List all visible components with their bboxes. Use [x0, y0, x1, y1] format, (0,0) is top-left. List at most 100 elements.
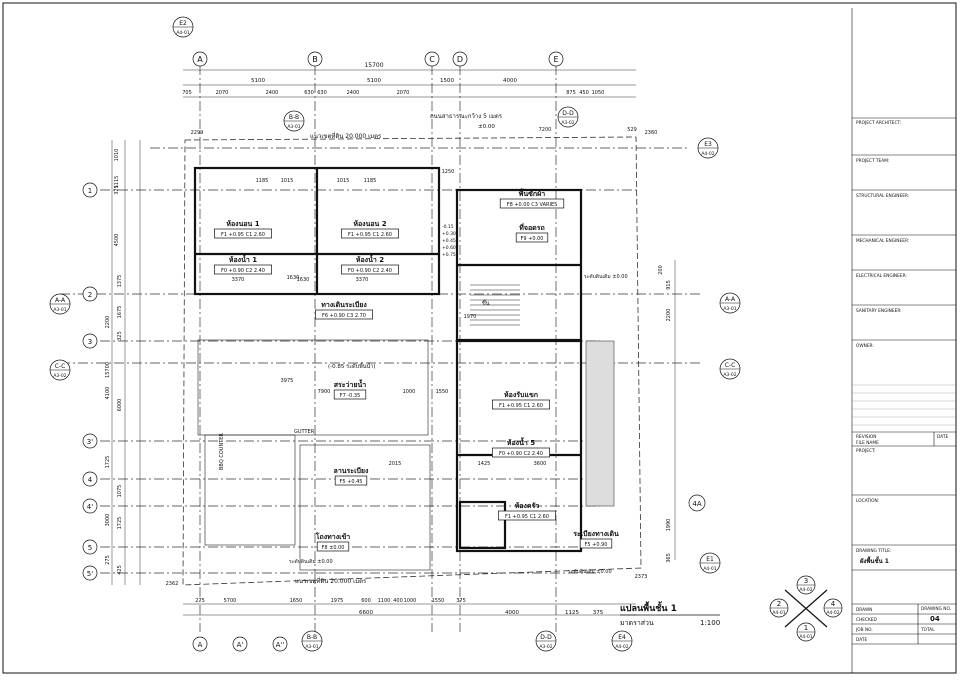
- room-tag: F5 +0.90: [585, 542, 608, 548]
- dim-left: 6000: [117, 399, 123, 412]
- ground-mark-3: ระดับดินเดิม ±0.00: [568, 568, 612, 575]
- dim-misc: 3600: [534, 461, 547, 467]
- ground-mark-2: ระดับดินเดิม ±0.00: [289, 558, 333, 565]
- key-marker-sheet: A4-02: [799, 587, 812, 593]
- stair-level: +0.75: [442, 252, 456, 258]
- stair-level: +0.45: [442, 238, 456, 244]
- dim-bottom-row1: 400: [393, 598, 403, 604]
- room-name: ห้องน้ำ 1: [229, 253, 257, 264]
- tb-total: TOTAL: [920, 627, 935, 633]
- dim-right: 365: [666, 553, 672, 563]
- tb-drawing-no-label: DRAWING NO.: [921, 606, 951, 612]
- dim-misc: 1250: [442, 169, 455, 175]
- dim-top-row2: 2070: [216, 90, 229, 96]
- grid-bubble-row: [82, 182, 98, 198]
- tb-checked: CHECKED: [856, 617, 877, 623]
- dim-top-row2: 630: [317, 90, 327, 96]
- grid-label: B: [312, 55, 318, 64]
- dim-top-row2: 875: [566, 90, 576, 96]
- room-tag-box: [334, 475, 368, 486]
- room-name: ห้องน้ำ 2: [356, 253, 384, 264]
- grid-label: 5: [88, 544, 92, 552]
- grid-label: A: [197, 55, 203, 64]
- grid-bubble-top: [452, 51, 468, 67]
- tb-location: LOCATION:: [856, 498, 879, 504]
- dim-left: 1375: [117, 275, 123, 288]
- room-tag: F0 +0.90 C2 2.40: [499, 451, 543, 457]
- key-marker-sheet: A4-01: [772, 610, 785, 616]
- dim-left: 1115: [114, 176, 120, 189]
- boundary-note-top: แนวเขตที่ดิน 20.000 เมตร: [310, 132, 382, 140]
- grid-bubble-row: [82, 286, 98, 302]
- tb-mechanical: MECHANICAL ENGINEER:: [856, 238, 909, 244]
- boundary-note-bottom: แนวเขตที่ดิน 20.000 เมตร: [295, 577, 367, 585]
- section-marker-id: E4: [618, 634, 626, 641]
- room-tag-box: [315, 309, 373, 320]
- dim-top-row2: 2400: [266, 90, 279, 96]
- grid-bubble-bottom: [232, 636, 248, 652]
- tb-owner: OWNER:: [856, 343, 874, 349]
- bbq-note: BBQ COUNTER: [219, 433, 225, 470]
- room-name: ห้องน้ำ 5: [507, 436, 535, 447]
- building-walls: [193, 166, 615, 571]
- tb-date: DATE: [937, 434, 948, 440]
- grid-bubble-row: [688, 494, 706, 512]
- key-marker-sheet: A4-02: [826, 610, 839, 616]
- dim-top-row2: 2070: [397, 90, 410, 96]
- stair-level: +0.60: [442, 245, 456, 251]
- room-name: พื้นซักผ้า: [519, 187, 545, 198]
- tb-job-no: JOB NO.: [855, 627, 873, 633]
- dim-bottom-row1: 5700: [224, 598, 237, 604]
- grid-label: C: [429, 55, 435, 64]
- dim-bottom-row1: 275: [195, 598, 205, 604]
- room-tag-box: [492, 447, 550, 458]
- dim-misc: 2373: [635, 574, 648, 580]
- section-marker-sheet: A4-01: [703, 566, 716, 572]
- dim-left: 4100: [105, 387, 111, 400]
- section-marker-sheet: A3-02: [561, 120, 574, 126]
- room-name: ห้องนอน 1: [226, 219, 259, 228]
- grid-bubble-row: [82, 539, 98, 555]
- dim-misc: 1630: [297, 277, 310, 283]
- room-tag-box: [492, 399, 550, 410]
- dim-misc: 2362: [166, 581, 179, 587]
- dim-left: 1725: [117, 517, 123, 530]
- section-marker-id: D-D: [540, 634, 552, 641]
- room-tag-box: [498, 510, 556, 521]
- room-name: ระเบียงทางเดิน: [573, 530, 619, 538]
- stair-level: -0.15: [442, 224, 454, 230]
- dim-bottom-total: 6600: [359, 610, 373, 616]
- dim-left: 1725: [105, 456, 111, 469]
- road-note: ถนนสาธารณะกว้าง 5 เมตร: [430, 113, 503, 120]
- ground-mark-1: ระดับดินเดิม ±0.00: [584, 273, 628, 280]
- room-tag-box: [515, 232, 549, 243]
- room-tag: F5 +0.45: [340, 479, 363, 485]
- room-tag: F6 +0.90 C3 2.70: [322, 313, 366, 319]
- grid-bubble-row: [82, 498, 98, 514]
- dim-right: 915: [666, 280, 672, 290]
- room-name: ที่จอดรถ: [519, 222, 545, 232]
- dim-misc: 7200: [539, 127, 552, 133]
- dim-bottom-row1: 600: [361, 598, 371, 604]
- grid-label: 1: [88, 187, 92, 195]
- dim-bottom-row2: 1125: [565, 610, 579, 616]
- dim-misc: 1185: [364, 178, 377, 184]
- dim-left: 275: [105, 555, 111, 565]
- dim-left: 1675: [117, 306, 123, 319]
- tb-revision: REVISION: [856, 434, 877, 440]
- grid-bubble-top: [548, 51, 564, 67]
- grid-label: 5': [87, 570, 93, 578]
- room-tag-box: [499, 198, 565, 209]
- room-name: โถงทางเข้า: [315, 532, 351, 541]
- grid-label: 4: [88, 476, 93, 484]
- section-marker-id: E1: [706, 556, 714, 563]
- room-name: ห้องรับแขก: [504, 390, 538, 399]
- dim-right: 2200: [666, 309, 672, 322]
- grid-label: 3': [87, 438, 93, 446]
- dim-bottom-row2: 4000: [505, 610, 519, 616]
- tb-electrical: ELECTRICAL ENGINEER:: [856, 273, 907, 279]
- dim-right: 1990: [666, 519, 672, 532]
- room-tag: F0 +0.90 C2 2.40: [221, 268, 265, 274]
- room-tag: F9 +0.00: [521, 236, 544, 242]
